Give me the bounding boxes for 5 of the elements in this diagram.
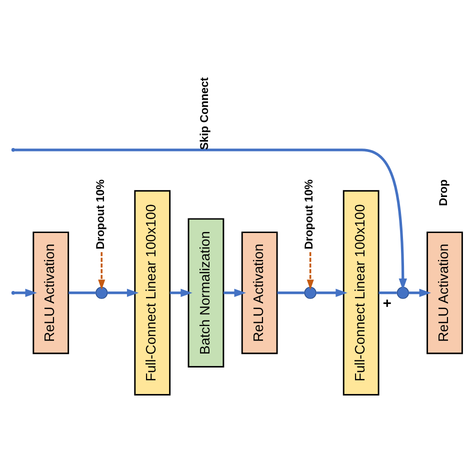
node-text: Dropout 10%	[94, 179, 107, 250]
node-label: +	[380, 298, 396, 308]
edge-label: Skip Connect	[199, 77, 212, 150]
node-text: Dropout 10%	[304, 179, 316, 250]
label: Drop	[438, 179, 450, 206]
